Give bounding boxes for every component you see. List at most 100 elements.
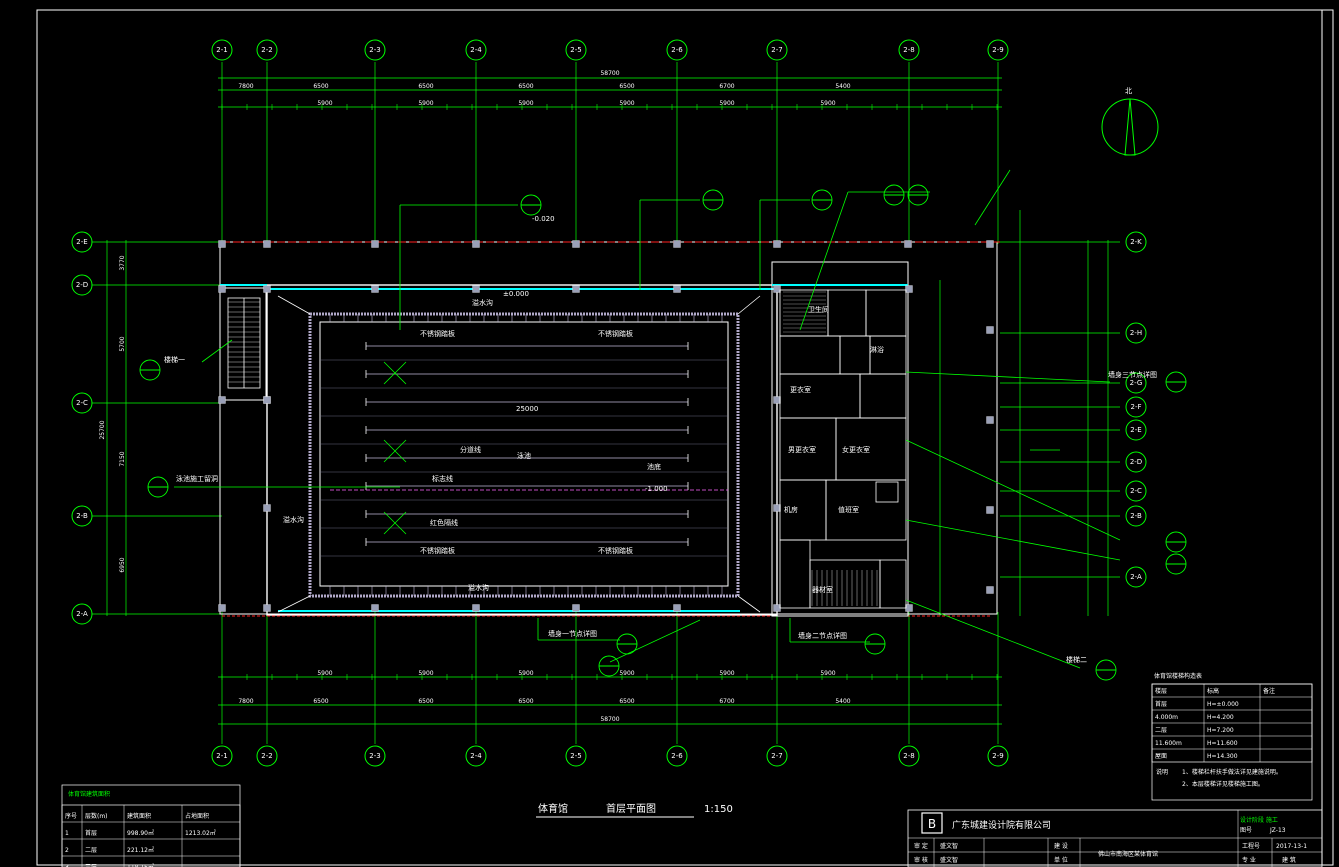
grid-label-right: 2-B [1130,512,1142,520]
dim-row2-top: 5900 [820,100,835,107]
grid-bubble-left [71,231,93,253]
stair-table-cell: H=4.200 [1207,714,1234,721]
grid-label-top: 2-3 [369,46,380,54]
leader-lines [174,169,1121,669]
mark-label: 标志线 [432,474,453,483]
dim-row1-top: 6500 [619,83,634,90]
pool-note-label: 泳池施工留洞 [176,474,218,483]
grid-bubble-top [565,39,587,61]
column [673,240,681,248]
stair-left [227,297,261,389]
dim-row2-top: 5900 [418,100,433,107]
grid-label-bottom: 2-5 [570,752,581,760]
room-label-3: 淋浴 [870,345,884,354]
column [263,604,271,612]
dim-left: 6950 [119,557,126,572]
grid-label-left: 2-D [76,281,88,289]
structural-columns [218,240,994,612]
grid-label-right: 2-H [1130,329,1142,337]
grid-label-right: 2-F [1130,403,1141,411]
column [773,240,781,248]
grid-label-left: 2-C [76,399,88,407]
grid-bubble-bottom [898,745,920,767]
stair-table-header: 标高 [1207,687,1219,695]
grid-label-top: 2-2 [261,46,272,54]
column [986,240,994,248]
column [986,416,994,424]
grid-bubble-top [211,39,233,61]
grid-bubble-top [766,39,788,61]
drawing-title-main: 体育馆 [538,802,568,815]
room-label-4: 男更衣室 [788,445,816,454]
dim-row2-bottom: 5900 [418,670,433,677]
column [572,604,580,612]
dim-row1-top: 7800 [238,83,253,90]
grid-label-top: 2-8 [903,46,914,54]
company-logo-letter: B [928,817,936,831]
column [263,285,271,293]
grid-bubble-bottom [211,745,233,767]
stair-table-cell: 屋面 [1155,753,1167,760]
discipline-label: 专 业 [1242,856,1256,864]
rope-label-3: 不锈钢踏板 [420,546,455,555]
title-row2-value: 盛文智 [940,856,958,864]
dim-row2-bottom: 5900 [619,670,634,677]
stair-2-label: 楼梯二 [1066,655,1087,664]
rope-label-1: 不锈钢踏板 [420,329,455,338]
grid-bubble-bottom [766,745,788,767]
area-table-cell: 2 [65,847,69,854]
area-table-header: 层数(m) [85,812,108,820]
detail-b-label: 墙身二节点详图 [798,631,847,640]
grid-bubble-top [256,39,278,61]
room-label-6: 机房 [784,505,798,514]
grid-label-right: 2-A [1130,573,1142,581]
grid-bubble-top [987,39,1009,61]
grid-bubble-right [1125,372,1147,394]
area-table-cell: 三层 [85,864,97,867]
grid-label-left: 2-E [76,238,87,246]
drawing-no-label: 工程号 [1242,842,1260,850]
pool-markers [383,361,407,535]
grid-bubble-bottom [987,745,1009,767]
grid-bubble-right [1125,480,1147,502]
dim-row2-top: 5900 [619,100,634,107]
column [218,396,226,404]
stair-table-cell: 二层 [1155,727,1167,734]
column [218,240,226,248]
area-table-title: 体育馆建筑面积 [68,790,110,798]
grid-label-top: 2-6 [671,46,683,54]
dim-row1-bottom: 6500 [619,698,634,705]
area-table-cell: 3 [65,864,69,867]
stair-table-cell: H=7.200 [1207,727,1234,734]
grid-label-right: 2-C [1130,487,1142,495]
room-label-7: 值班室 [838,505,859,514]
column [905,604,913,612]
grid-bubble-right [1125,396,1147,418]
detail-c-label: 墙身三节点详图 [1108,370,1157,379]
grid-bubble-bottom [364,745,386,767]
title-row1-col3: 建 设 [1054,842,1068,850]
grid-bubble-right [1125,322,1147,344]
title-row1-label: 审 定 [914,842,928,850]
grid-lines [92,62,1120,744]
grid-bubble-top [666,39,688,61]
dim-row1-top: 5400 [835,83,850,90]
dim-row1-bottom: 7800 [238,698,253,705]
grid-label-bottom: 2-4 [470,752,482,760]
dim-row1-top: 6500 [418,83,433,90]
level-label-3: -1.000 [645,485,668,493]
title-block-frame [907,809,1323,867]
column [472,604,480,612]
grid-bubble-left [71,603,93,625]
red-line-label: 红色隔线 [430,518,458,527]
grid-label-top: 2-5 [570,46,581,54]
title-row1-value: 盛文智 [940,842,958,850]
title-row2-col3: 单 位 [1054,856,1068,864]
dim-left: 5700 [119,336,126,351]
deep-label: 池底 [647,462,661,471]
area-table-cell: 1213.02㎡ [185,829,216,837]
right-wing-rooms [779,289,907,609]
